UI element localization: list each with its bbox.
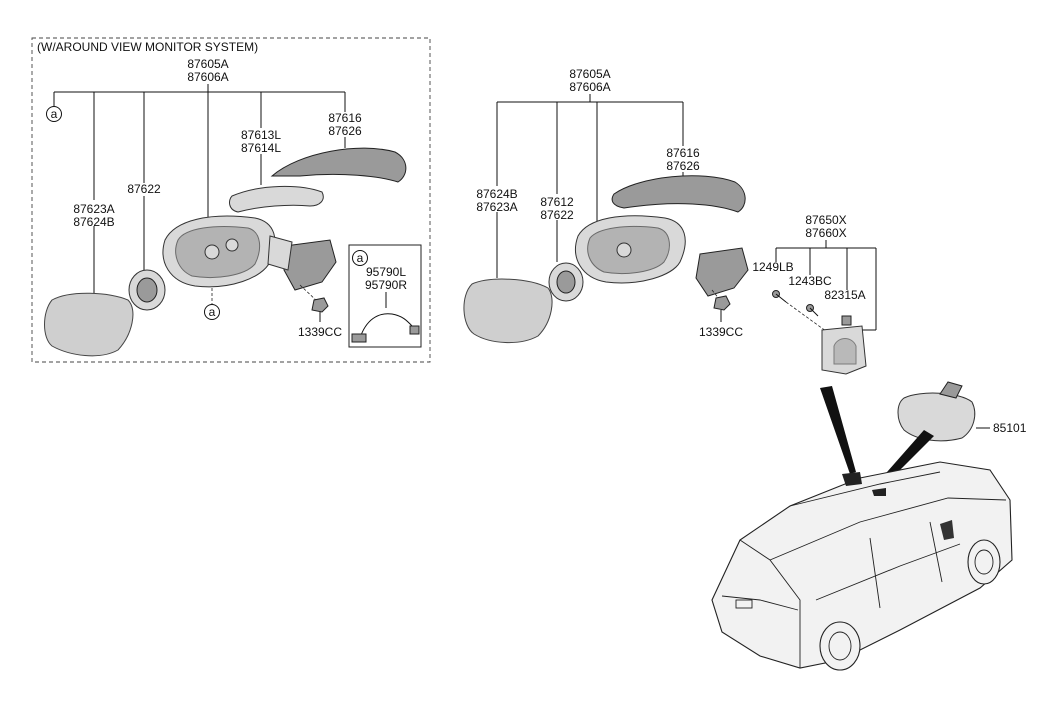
left-actuator-label: 87622 (127, 182, 161, 196)
left-actuator (128, 269, 166, 311)
car-roof-cover-marker (842, 472, 862, 486)
screw-2-label: 1243BC (788, 274, 832, 288)
screw-2 (806, 304, 819, 317)
suv-vehicle (711, 461, 1013, 671)
around-view-monitor-frame (31, 37, 431, 363)
right-scalp-label-1: 87616 (666, 146, 700, 160)
left-assembly-label-1: 87605A (187, 57, 228, 71)
detail-box-marker: a (352, 250, 368, 266)
left-assembly-bracket (53, 84, 346, 295)
harness-label-2: 95790R (365, 278, 407, 292)
right-assembly-bracket (496, 94, 684, 278)
clip-label: 82315A (824, 288, 865, 302)
car-side-mirror-marker (940, 520, 954, 540)
right-assembly-label-2: 87606A (569, 80, 610, 94)
left-assembly-label-2: 87606A (187, 70, 228, 84)
right-actuator-label-1: 87612 (540, 195, 574, 209)
right-mirror-scalp (611, 175, 746, 213)
camera-wiring-harness (351, 313, 420, 343)
right-nut-label: 1339CC (699, 325, 743, 339)
left-mirror-housing (162, 215, 276, 288)
left-detail-box (348, 244, 422, 348)
left-scalp-label-1: 87616 (328, 111, 362, 125)
left-strip-label-1: 87613L (241, 128, 281, 142)
callout-wedge-inside-mirror (880, 430, 934, 484)
svg-text:a: a (209, 305, 216, 319)
left-panel-title: (W/AROUND VIEW MONITOR SYSTEM) (37, 40, 258, 54)
clip (841, 315, 852, 326)
right-actuator-label-2: 87622 (540, 208, 574, 222)
right-actuator (548, 262, 584, 302)
right-mirror-base (695, 247, 749, 297)
cover-assy-label-1: 87650X (805, 213, 846, 227)
screw-1-label: 1249LB (752, 260, 793, 274)
cover-assy-bracket (775, 240, 877, 331)
left-ref-marker-bottom: a (204, 304, 220, 320)
right-mirror-housing (575, 215, 686, 284)
left-ref-marker-top: a (46, 106, 62, 122)
screw-1 (772, 290, 787, 303)
left-nut-label: 1339CC (298, 325, 342, 339)
right-glass-label-1: 87624B (476, 187, 517, 201)
right-scalp-label-2: 87626 (666, 159, 700, 173)
left-glass-label-2: 87624B (73, 215, 114, 229)
left-cover-strip (229, 185, 324, 213)
right-mirror-glass (463, 278, 553, 344)
harness-label-1: 95790L (366, 265, 406, 279)
left-glass-label-1: 87623A (73, 202, 114, 216)
left-strip-label-2: 87614L (241, 141, 281, 155)
left-nut (311, 297, 329, 313)
left-mirror-scalp (270, 147, 407, 183)
left-nut-leader (299, 284, 319, 303)
right-glass-label-2: 87623A (476, 200, 517, 214)
inside-mirror-label: 85101 (993, 421, 1027, 435)
screw-leader (785, 301, 831, 335)
svg-text:a: a (51, 107, 58, 121)
right-nut (713, 295, 731, 311)
left-mirror-base (267, 235, 337, 291)
left-scalp-label-2: 87626 (328, 124, 362, 138)
cover-assy-label-2: 87660X (805, 226, 846, 240)
inside-mirror-cover-opening (833, 338, 857, 365)
left-mirror-glass (44, 292, 134, 357)
car-inside-mirror-marker (872, 488, 886, 496)
right-assembly-label-1: 87605A (569, 67, 610, 81)
callout-wedge-cover (820, 386, 856, 474)
svg-text:a: a (357, 251, 364, 265)
inside-rear-view-mirror (897, 381, 976, 442)
